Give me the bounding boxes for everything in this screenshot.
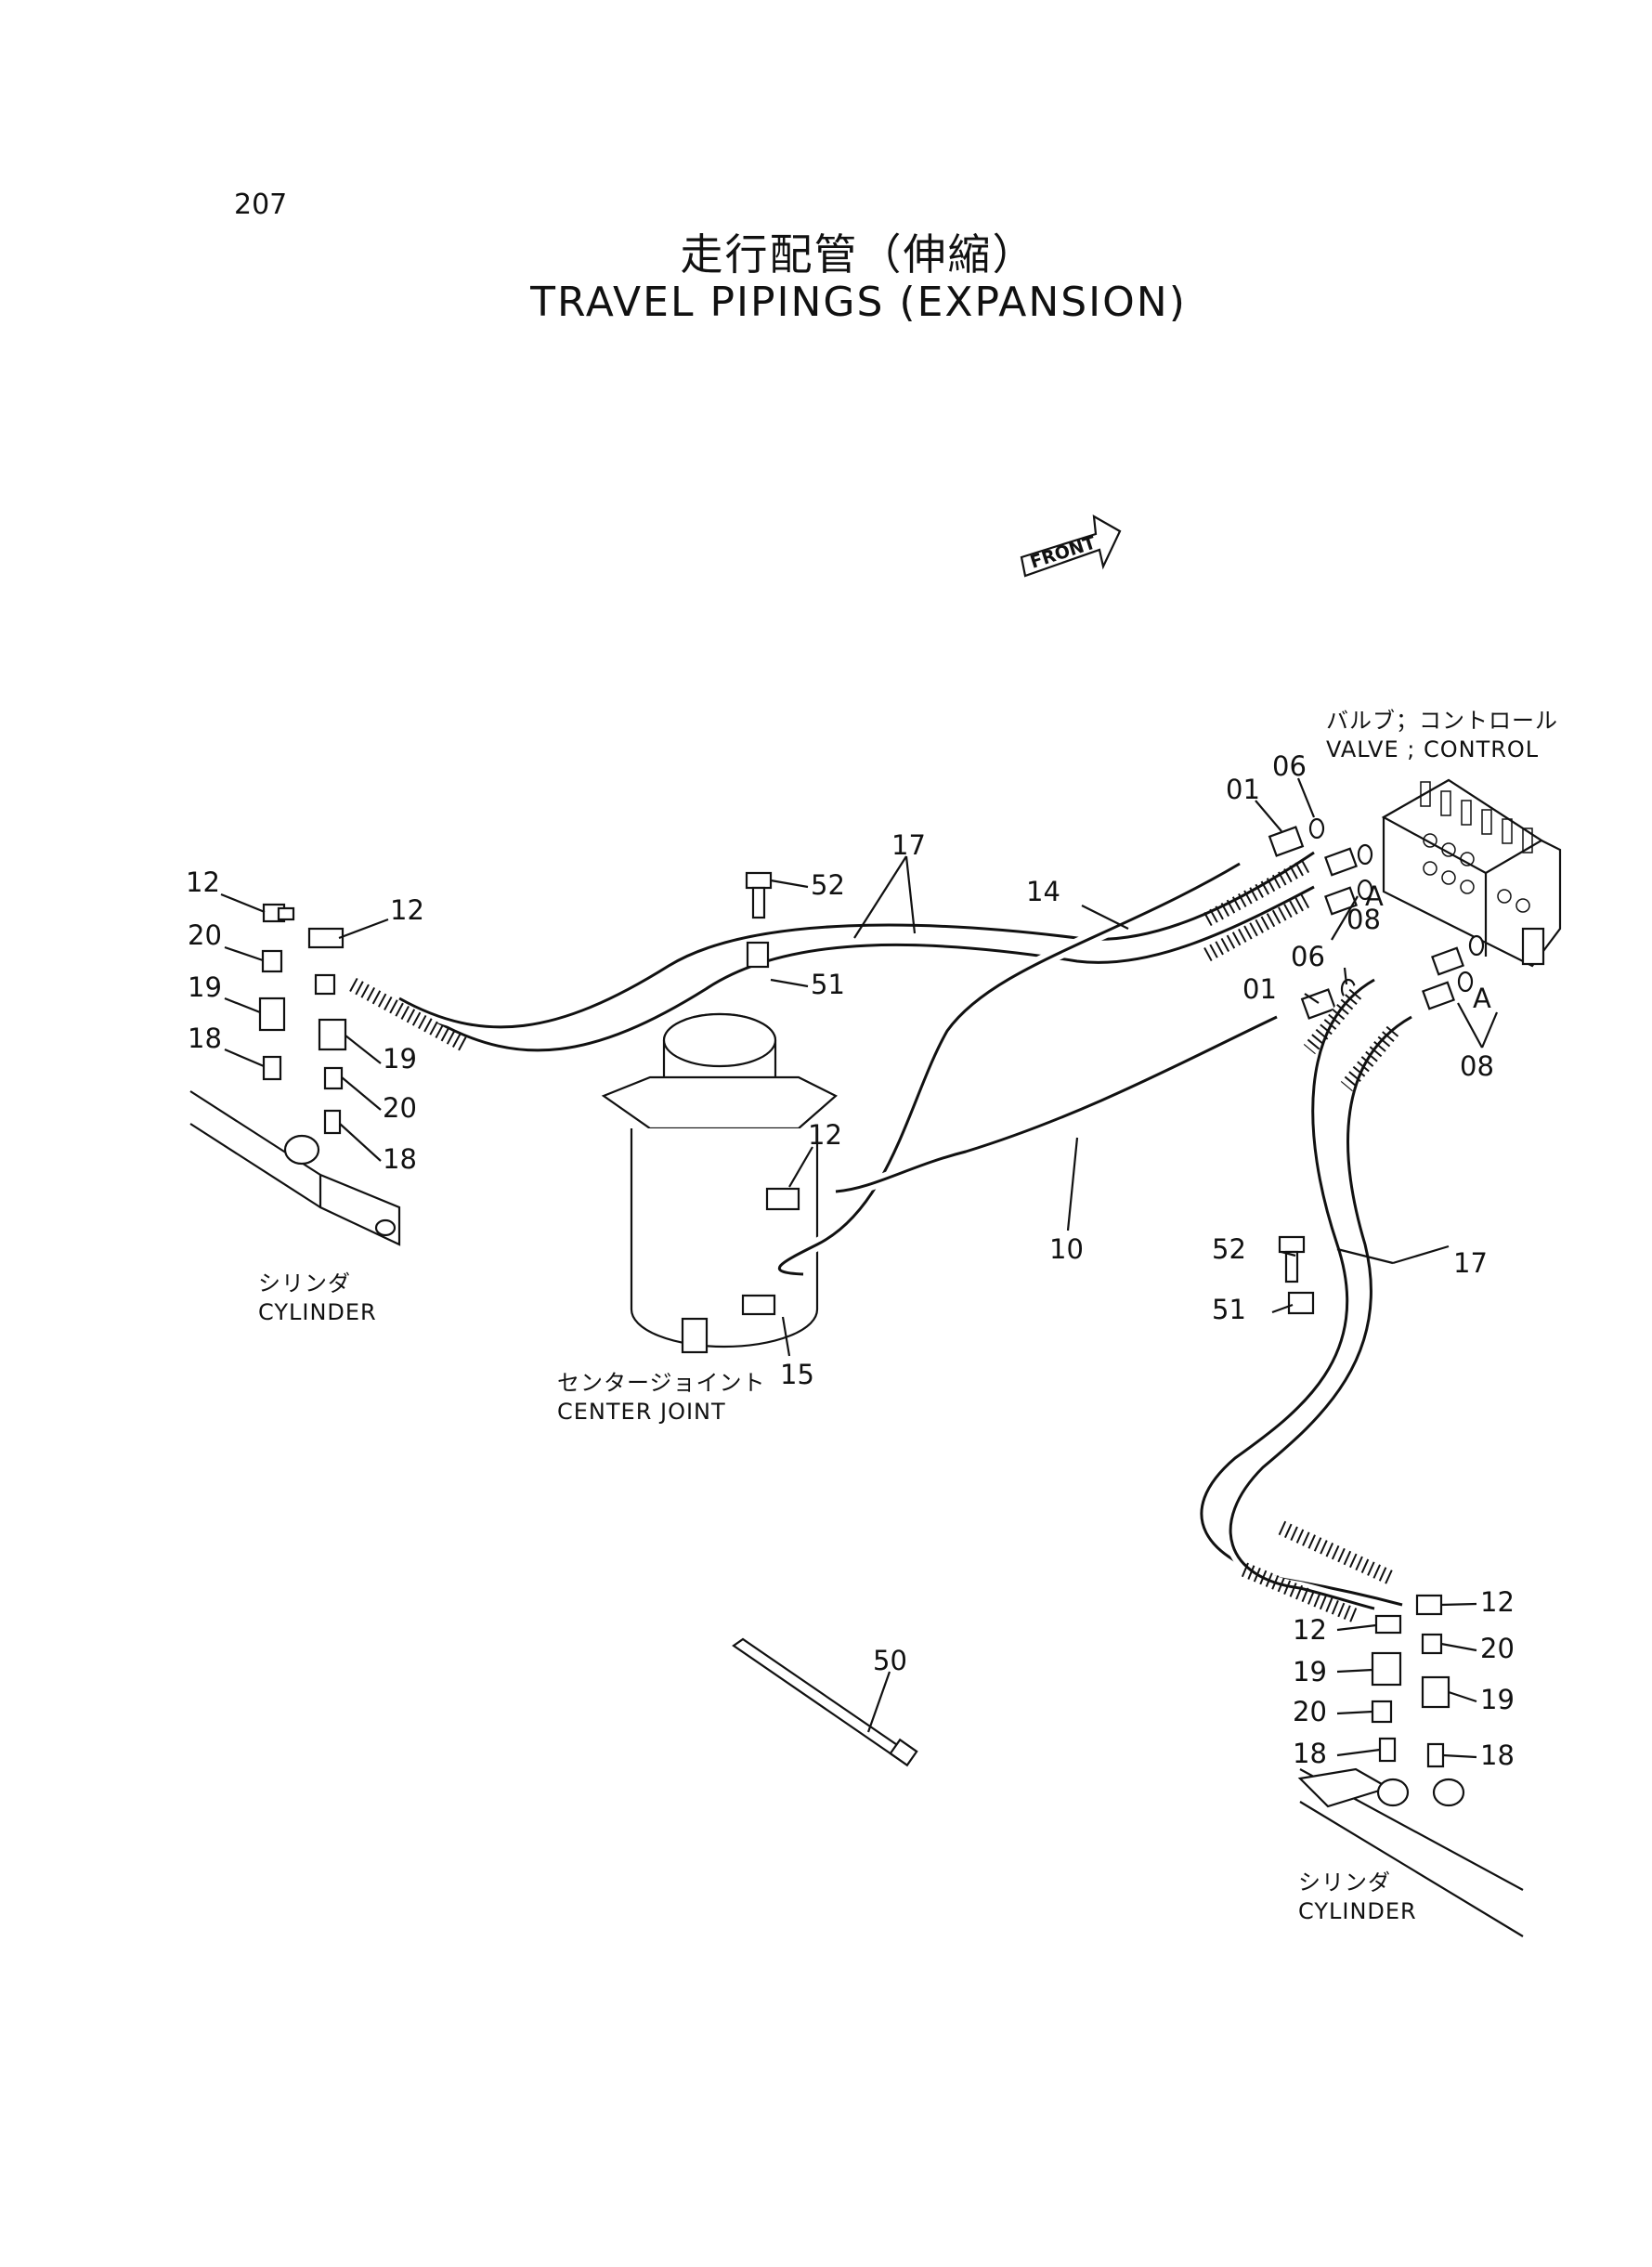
callout-06-lower: 06 <box>1291 941 1325 972</box>
center-joint <box>601 1012 838 1354</box>
callout-01-lower: 01 <box>1242 973 1277 1005</box>
callout-17-right: 17 <box>1453 1247 1488 1279</box>
left-cylinder <box>189 1090 401 1246</box>
title-english: TRAVEL PIPINGS (EXPANSION) <box>530 279 1187 326</box>
callout-17-top: 17 <box>891 829 926 861</box>
callout-18-left-b: 18 <box>383 1143 417 1175</box>
right-fittings <box>1371 1594 1450 1768</box>
hose-10 <box>835 1010 1280 1198</box>
callout-51-top: 51 <box>811 969 845 1000</box>
callout-12-left-a: 12 <box>186 866 220 898</box>
callout-18-right-b: 18 <box>1480 1739 1515 1771</box>
callout-12-center: 12 <box>808 1119 842 1151</box>
hose-17-upper <box>349 847 1318 1057</box>
callout-01-upper: 01 <box>1226 774 1260 805</box>
adapter-15 <box>741 1294 776 1316</box>
callout-15: 15 <box>780 1359 814 1390</box>
callout-19-right-b: 19 <box>1480 1684 1515 1715</box>
callout-20-right-b: 20 <box>1293 1696 1327 1727</box>
callout-19-left-a: 19 <box>188 971 222 1003</box>
bolt-52-top <box>745 871 773 919</box>
right-cylinder-label-en: CYLINDER <box>1298 1898 1417 1924</box>
callout-A-upper: A <box>1365 880 1384 912</box>
callout-19-right-a: 19 <box>1293 1656 1327 1687</box>
right-cylinder-label-jp: シリンダ <box>1298 1870 1391 1896</box>
callout-20-left-a: 20 <box>188 919 222 951</box>
callout-18-right-a: 18 <box>1293 1738 1327 1769</box>
valve-control-label-jp: バルブ；コントロール <box>1326 708 1558 734</box>
leader-lines <box>220 777 1499 1759</box>
callout-08-upper: 08 <box>1346 904 1381 935</box>
page-number: 207 <box>234 189 288 221</box>
control-valve <box>1381 778 1562 968</box>
callout-12-left-b: 12 <box>390 894 424 926</box>
center-joint-label-jp: センタージョイント <box>557 1370 766 1396</box>
valve-control-label-en: VALVE ; CONTROL <box>1326 736 1539 762</box>
callout-20-right-a: 20 <box>1480 1633 1515 1664</box>
hose-14 <box>773 857 1243 1281</box>
callout-52-top: 52 <box>811 869 845 901</box>
callout-19-left-b: 19 <box>383 1043 417 1075</box>
callout-08-lower: 08 <box>1460 1050 1494 1082</box>
center-joint-label-en: CENTER JOINT <box>557 1399 726 1425</box>
elbow-12-center <box>765 1187 800 1211</box>
callout-51-right: 51 <box>1212 1294 1246 1325</box>
left-cylinder-label-en: CYLINDER <box>258 1299 377 1325</box>
callout-52-right: 52 <box>1212 1233 1246 1265</box>
callout-12-right-b: 12 <box>1293 1614 1327 1646</box>
bolt-52-right <box>1278 1235 1306 1283</box>
front-label: FRONT <box>1028 532 1099 572</box>
callout-14: 14 <box>1026 876 1060 907</box>
callout-50: 50 <box>873 1645 907 1676</box>
hose-17-right <box>1194 973 1415 1623</box>
callout-A-lower: A <box>1473 983 1491 1014</box>
left-fittings <box>258 903 347 1135</box>
right-cylinder <box>1297 1767 1524 1937</box>
callout-06-upper: 06 <box>1272 750 1307 782</box>
callouts: 01 06 08 A 01 06 08 A 17 14 52 51 12 10 … <box>186 750 1515 1771</box>
callout-12-right-a: 12 <box>1480 1586 1515 1618</box>
cable-tie-50 <box>732 1637 918 1767</box>
callout-20-left-b: 20 <box>383 1092 417 1124</box>
clamp-51-right <box>1287 1291 1315 1315</box>
front-arrow-icon: FRONT <box>1020 514 1122 578</box>
title-japanese: 走行配管（伸縮） <box>680 229 1037 280</box>
callout-18-left-a: 18 <box>188 1023 222 1054</box>
callout-10: 10 <box>1049 1233 1084 1265</box>
clamp-51-top <box>746 941 770 969</box>
left-cylinder-label-jp: シリンダ <box>258 1270 351 1296</box>
